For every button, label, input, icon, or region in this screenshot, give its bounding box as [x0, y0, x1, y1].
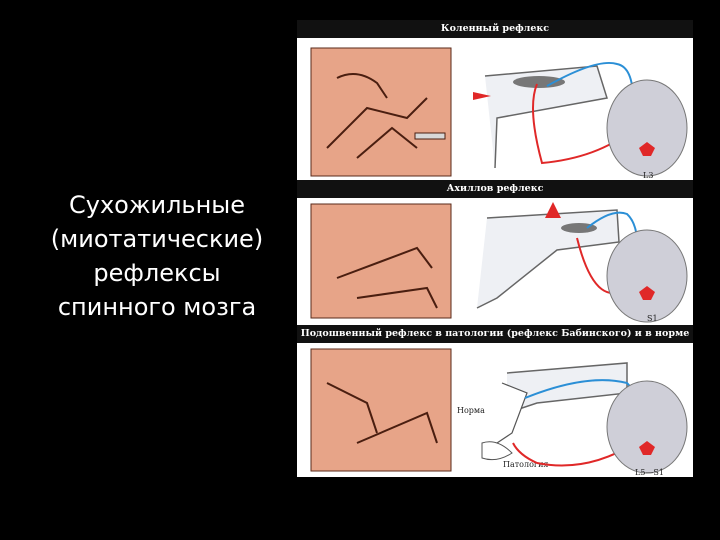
- normal-label: Норма: [457, 406, 485, 415]
- foot-pathology: [482, 442, 512, 460]
- slide-title: Сухожильные (миотатические) рефлексы спи…: [22, 188, 292, 324]
- achilles-reflex-illustration: S1: [297, 198, 693, 325]
- spinal-cord: [607, 381, 687, 473]
- spinal-cord: [607, 230, 687, 322]
- reflex-figure: Коленный рефлекс L3 Ахиллов рефлекс: [297, 20, 693, 477]
- leg-model: [477, 210, 619, 308]
- babinski-reflex-panel: Норма Патология L5—S1: [297, 343, 693, 477]
- knee-reflex-illustration: L3: [297, 38, 693, 180]
- segment-label: L5—S1: [635, 468, 664, 477]
- leg-model: [507, 363, 627, 413]
- spinal-cord: [607, 80, 687, 176]
- foot-normal: [497, 383, 527, 443]
- babinski-reflex-heading: Подошвенный рефлекс в патологии (рефлекс…: [297, 325, 693, 343]
- muscle: [513, 76, 565, 88]
- stool: [415, 133, 445, 139]
- title-line: (миотатические): [22, 222, 292, 256]
- title-line: Сухожильные: [22, 188, 292, 222]
- segment-label: S1: [647, 314, 658, 323]
- hammer-arrow: [545, 202, 561, 218]
- achilles-reflex-heading: Ахиллов рефлекс: [297, 180, 693, 198]
- knee-reflex-heading: Коленный рефлекс: [297, 20, 693, 38]
- knee-reflex-panel: L3: [297, 38, 693, 180]
- segment-label: L3: [643, 171, 653, 180]
- title-line: спинного мозга: [22, 290, 292, 324]
- babinski-reflex-illustration: Норма Патология L5—S1: [297, 343, 693, 477]
- achilles-reflex-panel: S1: [297, 198, 693, 325]
- patient-scene: [311, 349, 451, 471]
- title-line: рефлексы: [22, 256, 292, 290]
